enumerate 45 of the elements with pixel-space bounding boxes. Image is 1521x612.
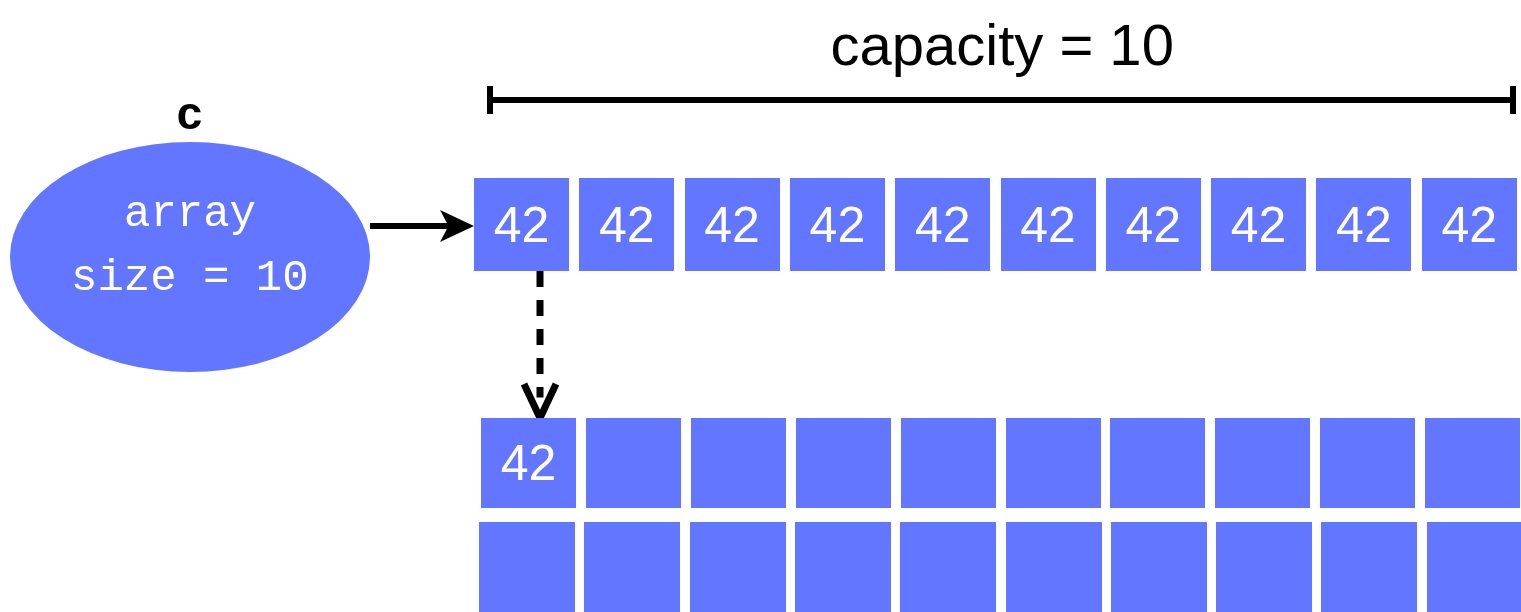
variable-name: c	[176, 94, 204, 140]
array-cell	[1000, 178, 1096, 271]
array-cell	[900, 418, 996, 508]
array-cell	[481, 418, 576, 508]
array-cell	[789, 178, 885, 271]
array-cell	[689, 522, 786, 612]
array-cell	[1110, 418, 1206, 508]
array-cell	[895, 178, 991, 271]
array-cell	[794, 522, 891, 612]
array-cell	[1421, 178, 1517, 271]
cell-value: 42	[1441, 199, 1497, 250]
array-cell	[684, 178, 780, 271]
cell-value: 42	[493, 199, 550, 250]
cell-value: 42	[1020, 199, 1076, 250]
array-cell	[1105, 178, 1201, 271]
array-cell	[1211, 178, 1307, 271]
array-cell	[690, 418, 786, 508]
array-cell	[1316, 178, 1412, 271]
array-cell	[1216, 522, 1313, 612]
array-cell	[1215, 418, 1311, 508]
array-cell	[1426, 522, 1521, 612]
array-cell	[474, 178, 569, 271]
cell-value: 42	[1336, 199, 1392, 250]
array-cell	[1005, 418, 1101, 508]
array-cell	[479, 522, 575, 612]
array-cell	[900, 522, 997, 612]
cell-value: 42	[704, 199, 760, 250]
cell-value: 42	[1125, 199, 1182, 250]
field-label: array	[124, 192, 257, 236]
cell-value: 42	[914, 199, 971, 250]
cell-value: 42	[500, 438, 557, 488]
cell-value: 42	[809, 199, 866, 250]
array-cell	[584, 522, 681, 612]
array-cell	[1425, 418, 1521, 508]
array-cell	[1005, 522, 1102, 612]
field-label: size = 10	[71, 256, 309, 300]
array-cell	[579, 178, 675, 271]
array-cell	[1321, 522, 1418, 612]
arrow	[370, 210, 474, 242]
array-cell	[1110, 522, 1207, 612]
array-cell	[1320, 418, 1416, 508]
array-cell	[795, 418, 891, 508]
cell-value: 42	[599, 199, 655, 250]
array-cell	[585, 418, 681, 508]
cell-value: 42	[1230, 199, 1287, 250]
